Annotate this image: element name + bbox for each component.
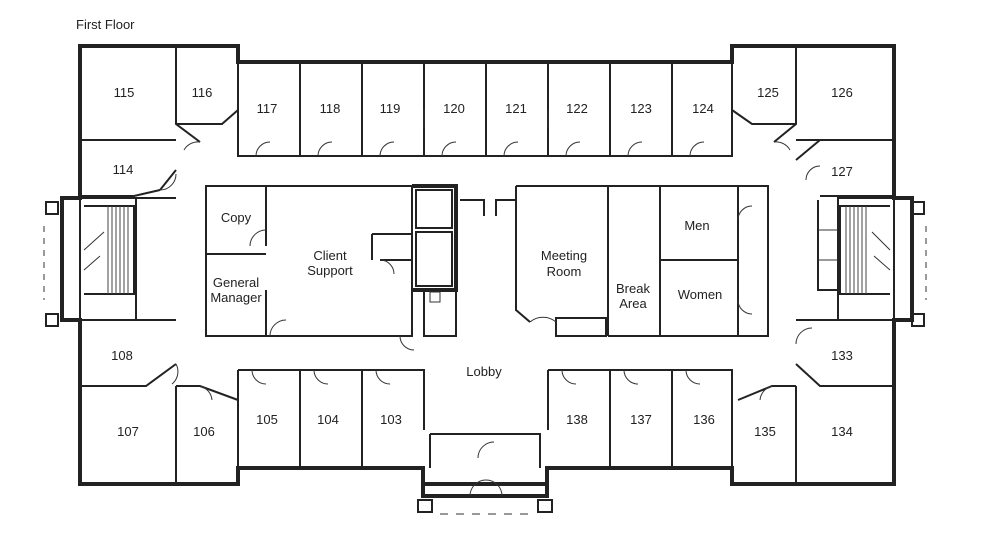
room-labels: 115 116 117 118 119 120 121 122 123 124 …	[111, 85, 853, 439]
room-127-label: 127	[831, 164, 853, 179]
east-stair	[817, 197, 895, 321]
men-restroom-label: Men	[684, 218, 709, 233]
room-114-label: 114	[113, 162, 134, 177]
room-115-label: 115	[114, 85, 135, 100]
room-126-label: 126	[831, 85, 853, 100]
north-offices	[237, 62, 733, 157]
floor-title: First Floor	[76, 17, 135, 32]
room-106-label: 106	[193, 424, 215, 439]
general-manager-label-line1: General	[213, 275, 259, 290]
room-120-label: 120	[443, 101, 465, 116]
canopy-lines	[43, 226, 927, 515]
room-116-label: 116	[192, 85, 213, 100]
room-119-label: 119	[380, 101, 401, 116]
northwest-offices	[80, 46, 239, 197]
room-134-label: 134	[831, 424, 853, 439]
west-stair	[79, 197, 176, 321]
general-manager-label-line2: Manager	[210, 290, 262, 305]
room-135-label: 135	[754, 424, 776, 439]
room-107-label: 107	[117, 424, 139, 439]
entry-doors	[469, 441, 503, 497]
room-108-label: 108	[111, 348, 133, 363]
northeast-offices	[731, 46, 894, 197]
meeting-room-label-line1: Meeting	[541, 248, 587, 263]
room-136-label: 136	[693, 412, 715, 427]
room-137-label: 137	[630, 412, 652, 427]
women-restroom-label: Women	[678, 287, 723, 302]
room-103-label: 103	[380, 412, 402, 427]
client-support-label-line1: Client	[313, 248, 347, 263]
room-122-label: 122	[566, 101, 588, 116]
west-core	[205, 184, 458, 351]
southeast-offices	[737, 319, 894, 484]
room-104-label: 104	[317, 412, 339, 427]
corner-columns	[45, 201, 925, 513]
break-area-label-line2: Area	[619, 296, 647, 311]
copy-room-label: Copy	[221, 210, 252, 225]
room-125-label: 125	[757, 85, 779, 100]
lobby-label: Lobby	[466, 364, 502, 379]
room-123-label: 123	[630, 101, 652, 116]
meeting-room-label-line2: Room	[547, 264, 582, 279]
east-core	[460, 185, 769, 337]
break-area-label-line1: Break	[616, 281, 650, 296]
room-117-label: 117	[257, 101, 278, 116]
client-support-label-line2: Support	[307, 263, 353, 278]
room-121-label: 121	[505, 101, 527, 116]
room-138-label: 138	[566, 412, 588, 427]
room-118-label: 118	[320, 101, 341, 116]
south-offices	[237, 369, 733, 468]
southwest-offices	[80, 319, 239, 484]
room-124-label: 124	[692, 101, 714, 116]
room-105-label: 105	[256, 412, 278, 427]
room-133-label: 133	[831, 348, 853, 363]
